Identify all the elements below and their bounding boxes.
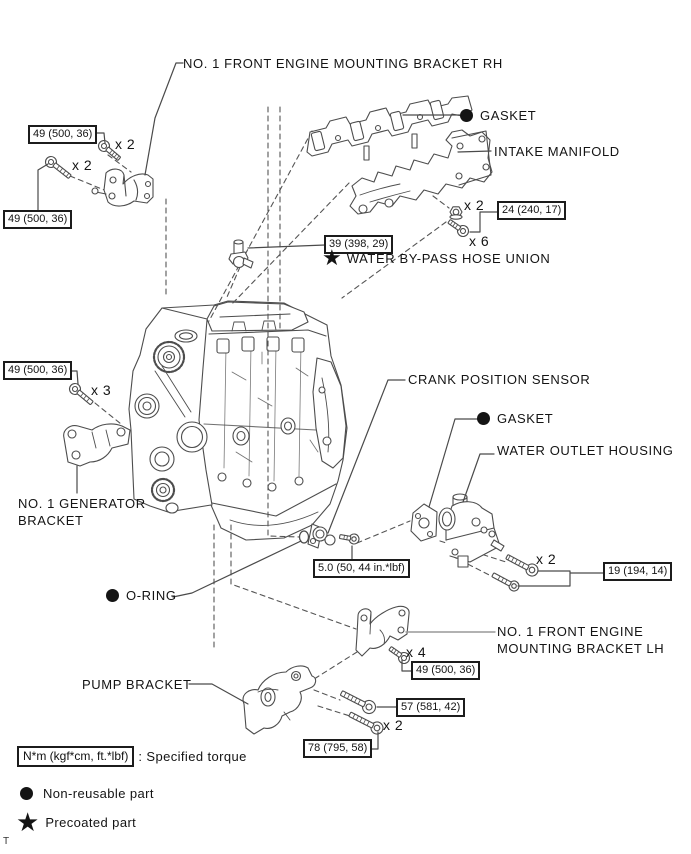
label-generator-bracket: NO. 1 GENERATOR BRACKET [18, 496, 146, 528]
legend-non-reusable: Non-reusable part [20, 786, 154, 801]
label-gasket-intake: GASKET [460, 108, 536, 123]
non-reusable-bullet-icon [106, 589, 119, 602]
water-outlet-gasket-sketch [410, 503, 438, 542]
generator-bracket-sketch [63, 423, 131, 467]
label-water-outlet-housing: WATER OUTLET HOUSING [497, 443, 674, 458]
qty-water-outlet: x 2 [536, 551, 557, 567]
label-crank-sensor: CRANK POSITION SENSOR [408, 372, 591, 387]
torque-box-bypass-union: 39 (398, 29) [324, 235, 394, 254]
torque-box-manifold-nut: 24 (240, 17) [497, 201, 567, 220]
legend-specified-torque: N*m (kgf*cm, ft.*lbf) : Specified torque [17, 746, 247, 767]
qty-generator: x 3 [91, 382, 112, 398]
qty-manifold-nut: x 2 [464, 197, 485, 213]
non-reusable-bullet-icon [460, 109, 473, 122]
assembly-dashed-lines [69, 106, 507, 717]
lh-mounting-bracket-sketch [355, 605, 410, 657]
torque-box-rh-upper: 49 (500, 36) [28, 125, 98, 144]
crank-position-sensor-sketch [298, 523, 336, 549]
label-rh-bracket: NO. 1 FRONT ENGINE MOUNTING BRACKET RH [183, 56, 503, 71]
label-lh-bracket: NO. 1 FRONT ENGINE MOUNTING BRACKET LH [497, 624, 665, 656]
qty-rh-upper: x 2 [115, 136, 136, 152]
qty-manifold-bolt: x 6 [469, 233, 490, 249]
manifold-nut-sketch [449, 206, 463, 220]
label-water-bypass-union: ★ WATER BY-PASS HOSE UNION [322, 245, 551, 270]
torque-box-pump-lower: 78 (795, 58) [303, 739, 373, 758]
label-intake-manifold: INTAKE MANIFOLD [494, 144, 620, 159]
rh-mounting-bracket-sketch [91, 168, 154, 207]
label-pump-bracket: PUMP BRACKET [82, 677, 192, 692]
water-outlet-housing-sketch [438, 493, 505, 568]
torque-box-pump-upper: 57 (581, 42) [396, 698, 466, 717]
non-reusable-bullet-icon [20, 787, 33, 800]
corner-mark: T [3, 836, 10, 847]
engine-sketch [128, 300, 348, 541]
non-reusable-bullet-icon [477, 412, 490, 425]
leader-lines [37, 62, 604, 750]
water-bypass-hose-union-sketch [228, 239, 254, 269]
torque-box-lh-bracket: 49 (500, 36) [411, 661, 481, 680]
torque-box-generator: 49 (500, 36) [3, 361, 73, 380]
precoated-star-icon: ★ [16, 807, 40, 837]
qty-lh-bracket: x 4 [406, 644, 427, 660]
torque-box-crank-sensor: 5.0 (50, 44 in.*lbf) [313, 559, 410, 578]
pump-bracket-sketch [242, 665, 317, 735]
precoated-star-icon: ★ [322, 245, 342, 270]
intake-manifold-gasket-sketch [306, 95, 473, 157]
qty-rh-lower: x 2 [72, 157, 93, 173]
label-o-ring: O-RING [106, 588, 177, 603]
intake-manifold-sketch [349, 129, 493, 215]
qty-pump-lower: x 2 [383, 717, 404, 733]
o-ring-sketch [298, 530, 310, 544]
bolts-sketch [44, 139, 539, 735]
legend-torque-box: N*m (kgf*cm, ft.*lbf) [17, 746, 135, 767]
torque-box-rh-lower: 49 (500, 36) [3, 210, 73, 229]
legend-precoated: ★ Precoated part [16, 807, 137, 837]
label-gasket-water-outlet: GASKET [477, 411, 553, 426]
torque-box-water-outlet: 19 (194, 14) [603, 562, 673, 581]
